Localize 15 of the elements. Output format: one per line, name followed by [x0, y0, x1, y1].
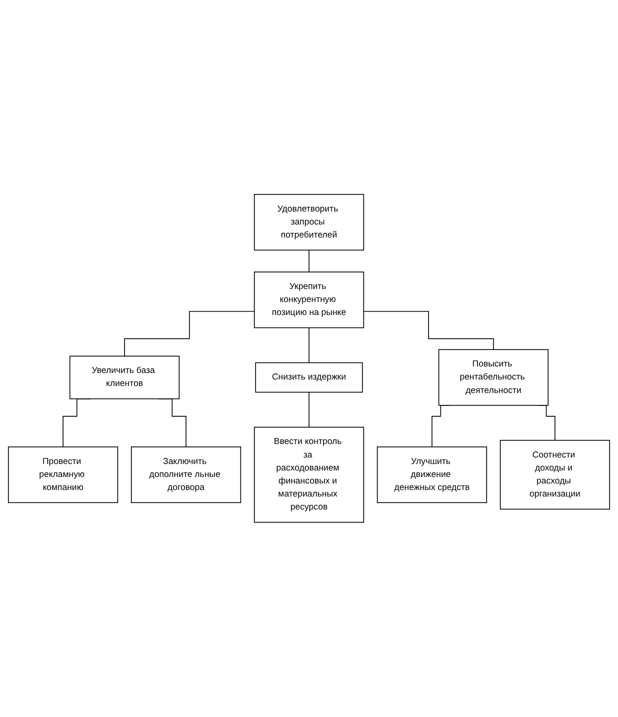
node-box: Улучшить движение денежных средств: [376, 446, 488, 504]
node-box: Провести рекламную компанию: [8, 446, 118, 504]
node-box: Заключить дополните льные договора: [130, 446, 242, 504]
node-box: Увеличить база клиентов: [69, 356, 180, 400]
connector: [308, 250, 310, 273]
node-box: Снизить издержки: [255, 362, 363, 393]
node-box: Удовлетворить запросы потребителей: [254, 194, 364, 251]
node-box: Укрепить конкурентную позицию на рынке: [254, 272, 364, 328]
connector: [308, 392, 310, 428]
connector: [124, 311, 255, 357]
connector: [308, 327, 310, 364]
node-box: Ввести контроль за расходованием финансовых и материальных ресурсов: [254, 426, 364, 523]
connector: [363, 311, 494, 350]
node-box: Соотнести доходы и расходы организации: [500, 440, 610, 510]
node-box: Повысить рентабельность деятельности: [438, 349, 549, 406]
